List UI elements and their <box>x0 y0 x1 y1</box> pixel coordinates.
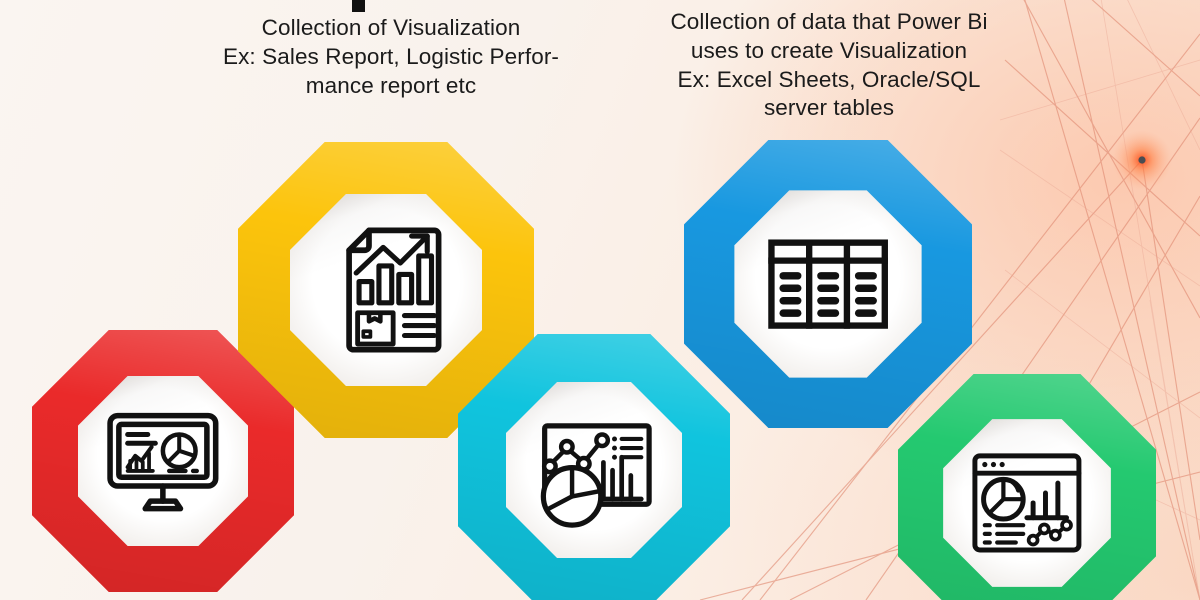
octagon-inner-shadow-blue <box>734 190 922 378</box>
badge-yellow-report-document[interactable] <box>238 142 534 438</box>
octagon-inner-shadow-red <box>77 375 249 547</box>
badge-cyan-analytics-chart[interactable] <box>458 334 730 600</box>
badge-blue-data-table[interactable] <box>684 140 972 428</box>
octagon-inner-shadow-yellow <box>289 193 483 387</box>
octagon-inner-yellow <box>289 193 483 387</box>
report-document-icon <box>315 219 457 361</box>
octagon-inner-shadow-green <box>943 419 1111 587</box>
clipped-title-fragment <box>352 0 365 12</box>
data-table-icon <box>759 215 897 353</box>
octagon-inner-green <box>943 419 1111 587</box>
octagon-inner-blue <box>734 190 922 378</box>
octagon-inner-red <box>77 375 249 547</box>
browser-analytics-icon <box>965 441 1089 565</box>
badge-green-browser-analytics[interactable] <box>898 374 1156 600</box>
caption-visualization: Collection of Visualization Ex: Sales Re… <box>222 15 560 98</box>
analytics-chart-icon <box>529 405 660 536</box>
caption-data-source: Collection of data that Power Bi uses to… <box>670 9 988 121</box>
octagon-inner-cyan <box>505 381 683 559</box>
monitor-dashboard-icon <box>100 398 226 524</box>
badge-red-monitor-dashboard[interactable] <box>32 330 294 592</box>
octagon-inner-shadow-cyan <box>505 381 683 559</box>
